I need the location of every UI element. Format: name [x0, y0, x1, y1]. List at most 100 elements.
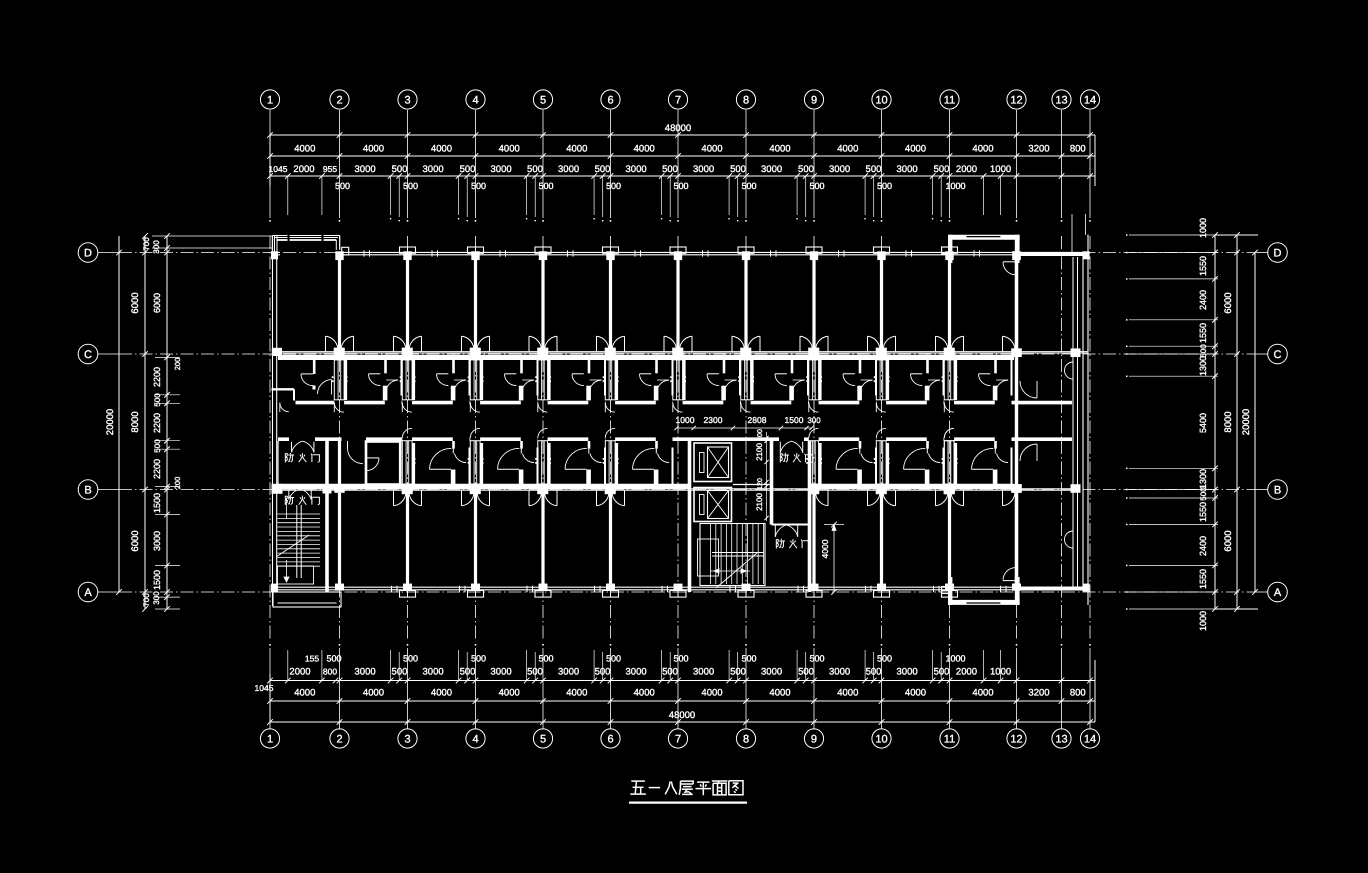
svg-text:6000: 6000 — [130, 530, 141, 551]
svg-text:4000: 4000 — [837, 687, 858, 698]
svg-text:5400: 5400 — [1198, 413, 1208, 433]
svg-text:1300: 1300 — [1198, 356, 1208, 376]
svg-text:500: 500 — [877, 653, 892, 663]
svg-text:500: 500 — [809, 181, 824, 191]
svg-text:2: 2 — [336, 94, 342, 106]
svg-text:C: C — [84, 349, 92, 361]
svg-text:8000: 8000 — [1223, 411, 1234, 432]
svg-text:500: 500 — [606, 181, 621, 191]
svg-text:7: 7 — [675, 94, 681, 106]
svg-text:6000: 6000 — [152, 293, 162, 313]
svg-text:3000: 3000 — [491, 666, 512, 677]
svg-text:4000: 4000 — [294, 143, 315, 154]
svg-text:4000: 4000 — [905, 143, 926, 154]
svg-text:B: B — [84, 484, 91, 496]
svg-text:4000: 4000 — [701, 143, 722, 154]
svg-text:1045: 1045 — [269, 164, 288, 174]
svg-text:2200: 2200 — [152, 367, 162, 387]
svg-text:120: 120 — [757, 478, 764, 490]
svg-text:4000: 4000 — [431, 687, 452, 698]
svg-text:300: 300 — [807, 416, 821, 425]
svg-text:1000: 1000 — [945, 653, 965, 663]
svg-text:10: 10 — [875, 94, 887, 106]
svg-text:1550: 1550 — [1198, 323, 1208, 343]
svg-text:6: 6 — [607, 94, 613, 106]
svg-text:8: 8 — [743, 94, 749, 106]
svg-text:3200: 3200 — [1028, 687, 1049, 698]
svg-text:4000: 4000 — [701, 687, 722, 698]
svg-text:2: 2 — [336, 733, 342, 745]
svg-text:1000: 1000 — [1198, 218, 1208, 238]
svg-text:500: 500 — [326, 653, 341, 663]
svg-text:4000: 4000 — [431, 143, 452, 154]
svg-text:500: 500 — [335, 181, 350, 191]
svg-text:2400: 2400 — [1198, 536, 1208, 556]
svg-text:200: 200 — [173, 358, 182, 371]
svg-text:C: C — [1274, 349, 1282, 361]
svg-text:300: 300 — [152, 240, 161, 254]
svg-text:700: 700 — [142, 593, 151, 607]
svg-text:D: D — [84, 247, 92, 259]
svg-text:4000: 4000 — [820, 539, 830, 558]
svg-text:2100: 2100 — [755, 443, 764, 461]
svg-text:6000: 6000 — [130, 292, 141, 313]
svg-text:500: 500 — [730, 164, 746, 175]
svg-text:4000: 4000 — [972, 687, 993, 698]
svg-text:500: 500 — [934, 164, 950, 175]
svg-text:4000: 4000 — [634, 687, 655, 698]
svg-text:1550: 1550 — [1198, 502, 1208, 522]
svg-text:9: 9 — [811, 94, 817, 106]
svg-text:3000: 3000 — [423, 666, 444, 677]
svg-text:1000: 1000 — [1198, 611, 1208, 631]
svg-text:500: 500 — [471, 653, 486, 663]
svg-text:1500: 1500 — [152, 493, 162, 513]
svg-text:3200: 3200 — [1028, 143, 1049, 154]
svg-text:2200: 2200 — [152, 459, 162, 479]
svg-text:500: 500 — [809, 653, 824, 663]
svg-text:48000: 48000 — [669, 710, 695, 721]
svg-text:4000: 4000 — [363, 687, 384, 698]
svg-text:5: 5 — [540, 733, 546, 745]
svg-text:12: 12 — [1010, 733, 1022, 745]
svg-text:2200: 2200 — [152, 413, 162, 433]
svg-text:4000: 4000 — [769, 143, 790, 154]
svg-text:3000: 3000 — [558, 164, 579, 175]
svg-text:500: 500 — [527, 164, 543, 175]
svg-text:500: 500 — [538, 653, 553, 663]
svg-text:4000: 4000 — [634, 143, 655, 154]
svg-text:500: 500 — [877, 181, 892, 191]
svg-text:800: 800 — [1070, 687, 1086, 698]
svg-text:2400: 2400 — [1198, 290, 1208, 310]
svg-text:A: A — [1274, 587, 1282, 599]
svg-text:3000: 3000 — [693, 666, 714, 677]
svg-text:1550: 1550 — [1198, 256, 1208, 276]
svg-text:6000: 6000 — [1223, 292, 1234, 313]
svg-text:4: 4 — [472, 94, 478, 106]
svg-text:500: 500 — [392, 164, 408, 175]
svg-text:500: 500 — [403, 181, 418, 191]
svg-text:2300: 2300 — [704, 415, 723, 425]
svg-text:12: 12 — [1010, 94, 1022, 106]
svg-text:3000: 3000 — [761, 164, 782, 175]
svg-text:500: 500 — [153, 439, 162, 453]
svg-text:13: 13 — [1055, 94, 1067, 106]
svg-text:500: 500 — [741, 181, 756, 191]
svg-text:300: 300 — [152, 591, 161, 605]
svg-text:500: 500 — [471, 181, 486, 191]
svg-text:8: 8 — [743, 733, 749, 745]
svg-text:800: 800 — [1070, 143, 1086, 154]
svg-text:200: 200 — [173, 477, 182, 490]
svg-text:A: A — [84, 587, 92, 599]
svg-text:3000: 3000 — [829, 666, 850, 677]
svg-text:500: 500 — [595, 164, 611, 175]
svg-text:1300: 1300 — [1198, 469, 1208, 489]
svg-text:14: 14 — [1084, 94, 1096, 106]
svg-text:1500: 1500 — [785, 415, 804, 425]
svg-text:500: 500 — [460, 164, 476, 175]
svg-text:3000: 3000 — [829, 164, 850, 175]
svg-text:3000: 3000 — [152, 531, 162, 551]
svg-text:500: 500 — [403, 653, 418, 663]
svg-text:700: 700 — [142, 237, 151, 251]
svg-text:8000: 8000 — [130, 411, 141, 432]
svg-text:13: 13 — [1055, 733, 1067, 745]
